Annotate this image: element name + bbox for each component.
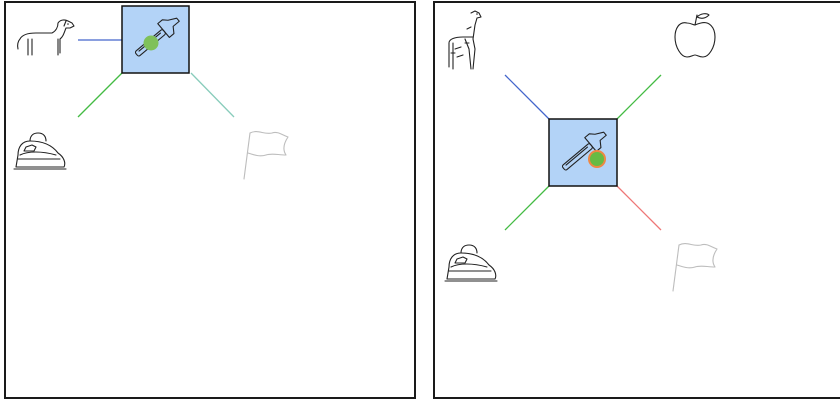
iron-icon — [14, 133, 66, 169]
hub-marker — [589, 151, 605, 167]
link-flag-hammer — [191, 73, 234, 117]
link-giraffe-hammer — [505, 75, 549, 119]
left-panel — [4, 1, 416, 399]
iron-icon — [445, 245, 497, 281]
flag-icon — [673, 244, 717, 291]
link-iron-hammer — [78, 73, 122, 117]
hub-marker — [144, 36, 158, 50]
hub-cell[interactable] — [549, 119, 617, 186]
flag-icon — [244, 132, 288, 179]
dog-icon — [18, 20, 74, 55]
link-apple-hammer — [617, 75, 661, 119]
hub-cell[interactable] — [122, 6, 189, 73]
apple-icon — [675, 14, 715, 57]
right-panel — [433, 1, 840, 399]
link-flag-hammer — [617, 186, 661, 230]
giraffe-icon — [449, 11, 481, 69]
link-iron-hammer — [505, 186, 549, 230]
